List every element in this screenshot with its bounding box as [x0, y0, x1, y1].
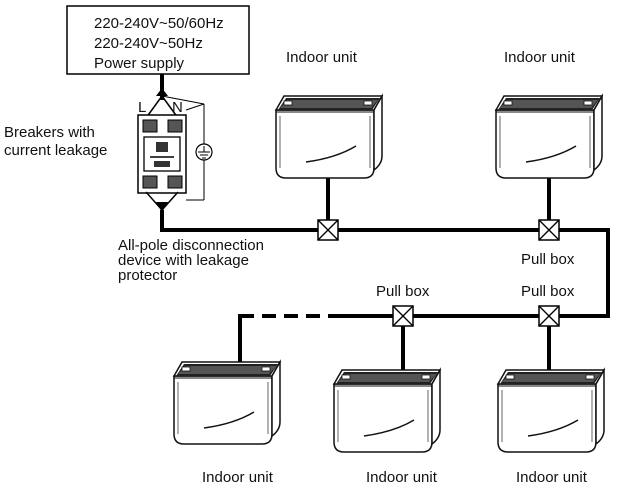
indoor-unit-label: Indoor unit [366, 469, 438, 486]
indoor-unit-icon [173, 361, 281, 445]
indoor-unit-label: Indoor unit [516, 469, 588, 486]
breaker-label-line-1: Breakers with [4, 124, 95, 141]
pull-box-label: Pull box [521, 283, 575, 300]
indoor-unit-icon [333, 369, 441, 453]
pull-box-label: Pull box [521, 251, 575, 268]
disconnect-note-line-3: protector [118, 267, 177, 284]
disconnect-note-line-1: All-pole disconnection [118, 237, 264, 254]
pull-box-label: Pull box [376, 283, 430, 300]
pull-box-icon [538, 305, 560, 327]
ground-icon [195, 143, 213, 161]
breaker-label-line-2: current leakage [4, 142, 107, 159]
disconnect-note-line-2: device with leakage [118, 252, 249, 269]
pull-box-icon [538, 219, 560, 241]
power-supply-line-2: 220-240V~50Hz [94, 35, 203, 52]
terminal-l-label: L [138, 99, 146, 116]
indoor-unit-label: Indoor unit [286, 49, 358, 66]
indoor-unit-icon [275, 95, 383, 179]
pull-box-icon [392, 305, 414, 327]
indoor-unit-icon [495, 95, 603, 179]
terminal-n-label: N [172, 99, 183, 116]
indoor-unit-label: Indoor unit [202, 469, 274, 486]
power-supply-box [66, 5, 250, 75]
pull-box-icon [317, 219, 339, 241]
breaker-device [137, 114, 187, 194]
power-supply-line-1: 220-240V~50/60Hz [94, 15, 224, 32]
indoor-unit-label: Indoor unit [504, 49, 576, 66]
power-supply-line-3: Power supply [94, 55, 185, 72]
indoor-unit-icon [497, 369, 605, 453]
